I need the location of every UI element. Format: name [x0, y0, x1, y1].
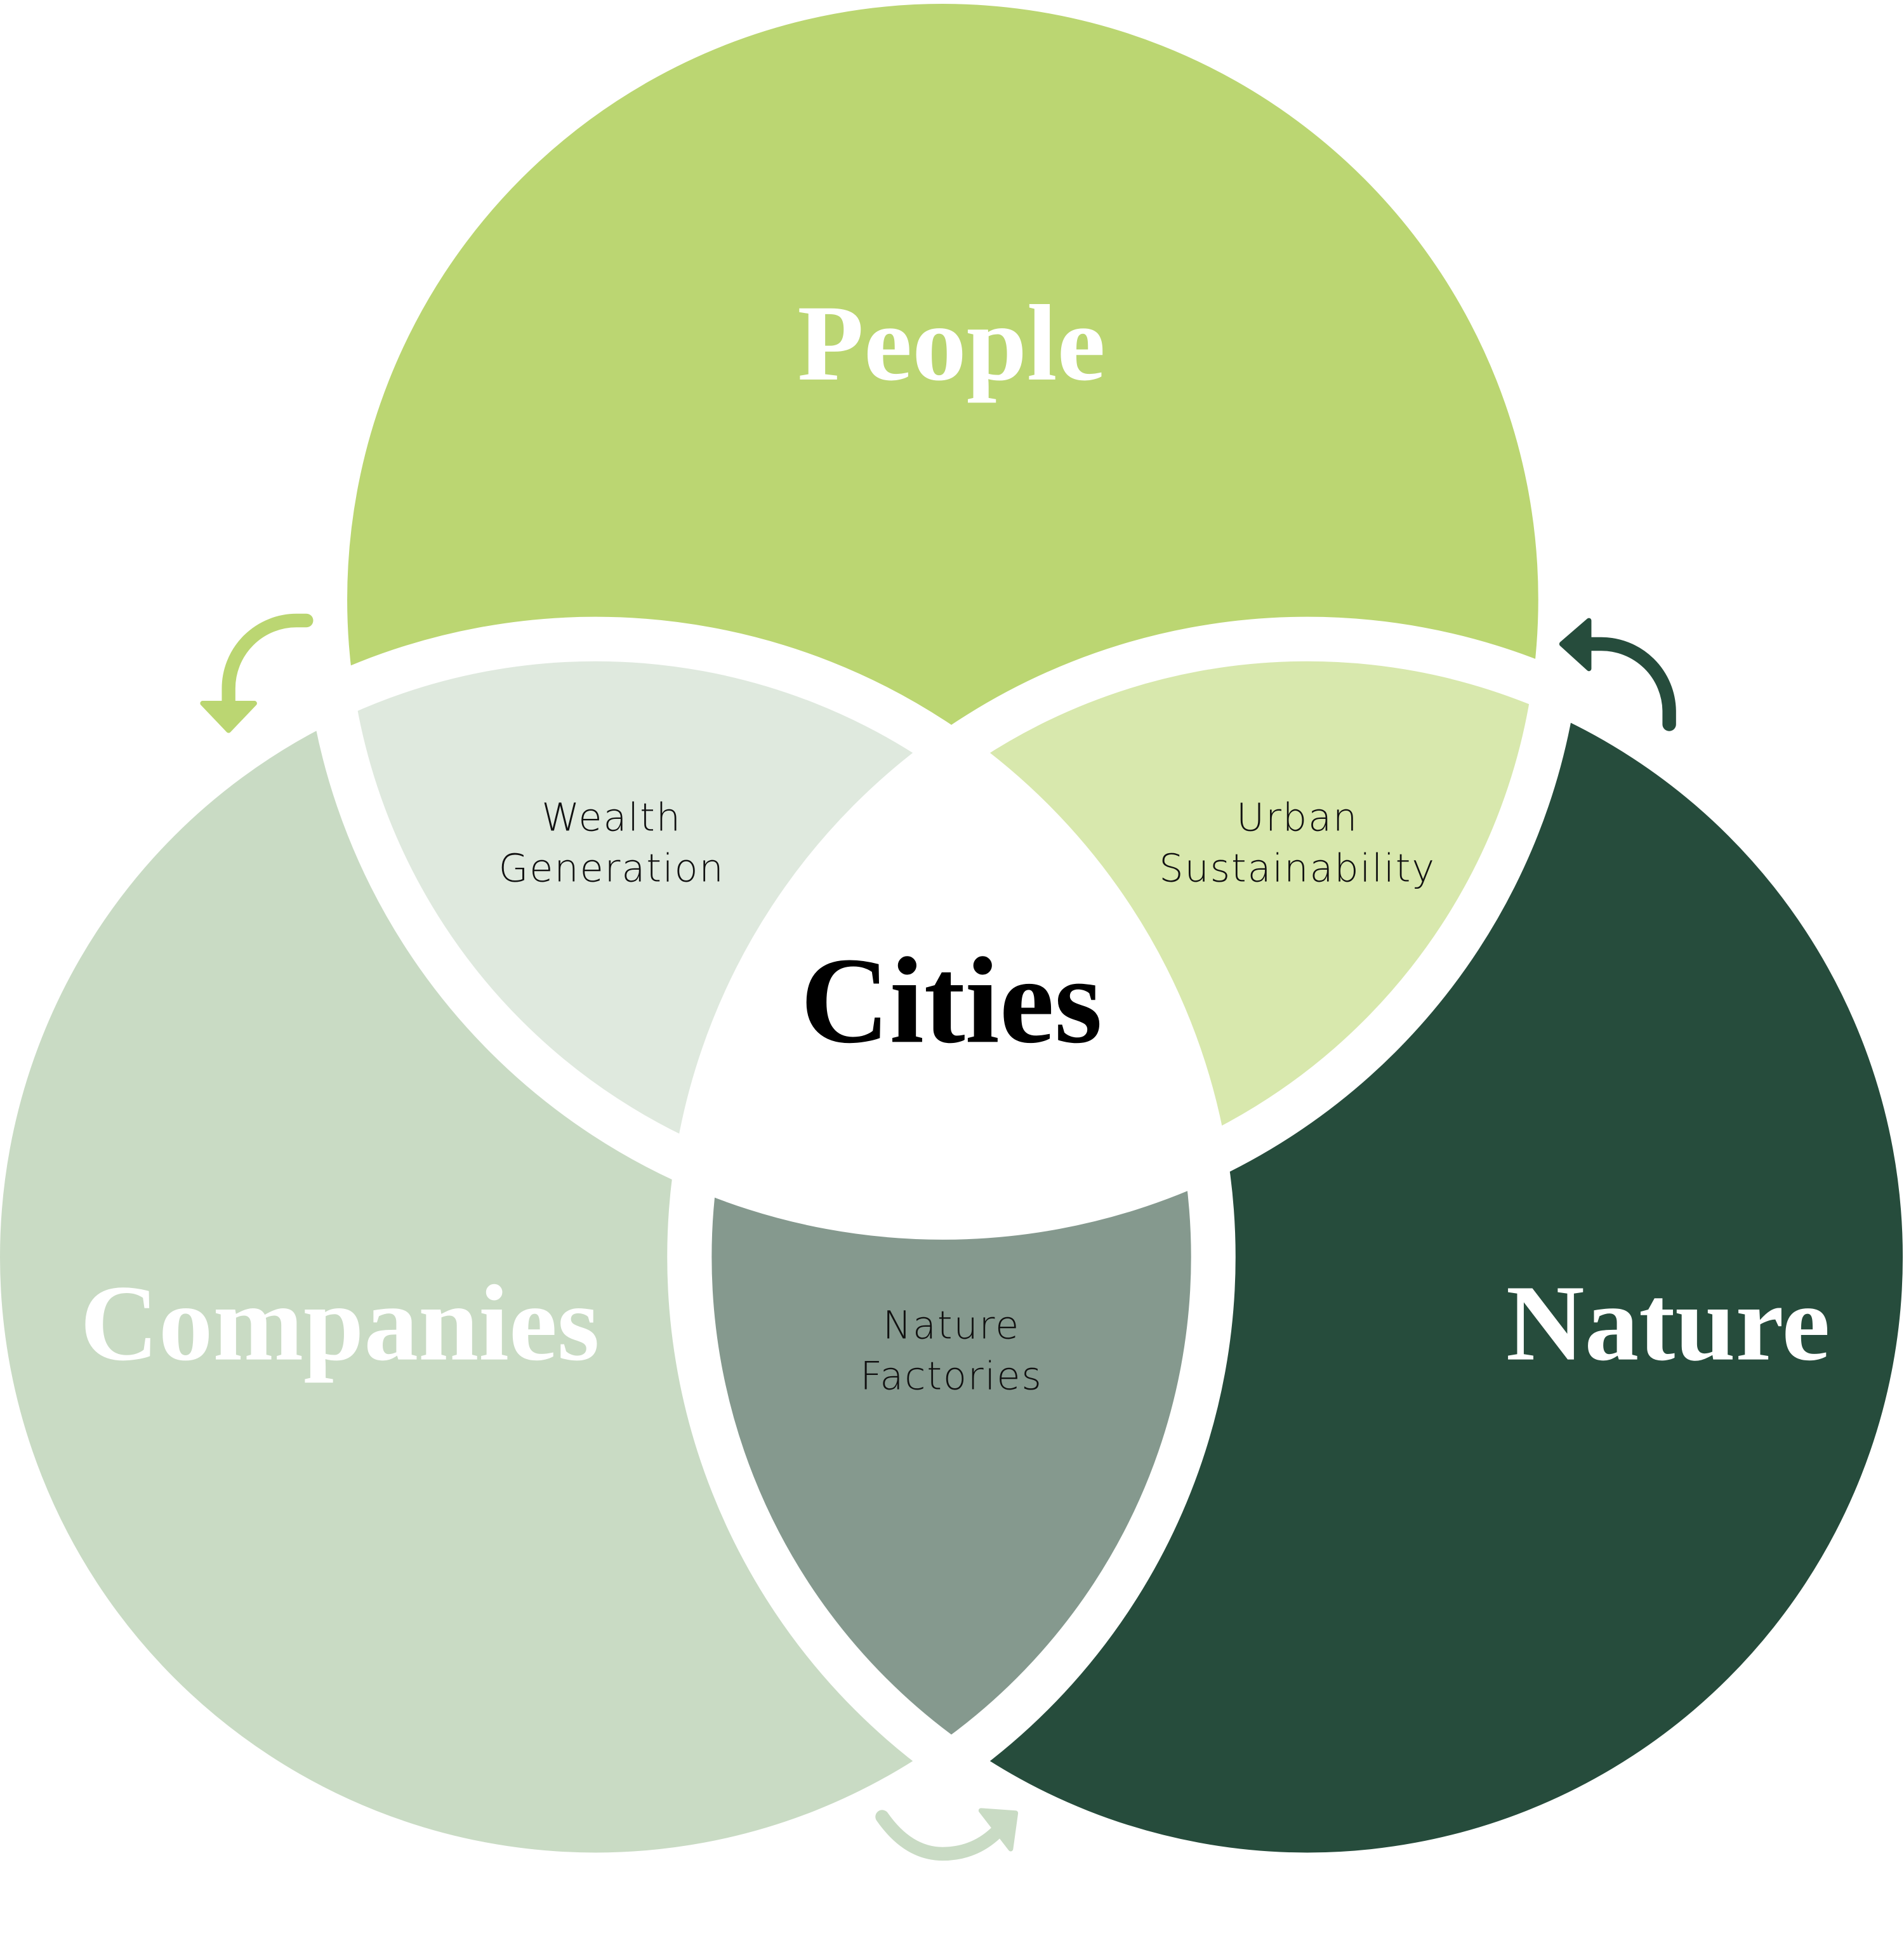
wealth-generation-line2: Generation — [499, 846, 725, 891]
arrow-people-to-companies-icon — [200, 613, 314, 733]
nature-factories-line2: Factories — [860, 1354, 1043, 1398]
cities-label: Cities — [800, 932, 1102, 1069]
nature-label: Nature — [1506, 1263, 1830, 1384]
arrow-nature-to-people-icon — [1559, 618, 1676, 731]
cities-region — [689, 639, 1213, 1218]
urban-sustainability-line2: Sustainability — [1159, 846, 1436, 891]
gap-strokes — [0, 0, 1904, 1875]
arrow-companies-to-nature-icon — [875, 1808, 1019, 1861]
urban-sustainability-line1: Urban — [1236, 795, 1358, 840]
wealth-generation-line1: Wealth — [541, 795, 682, 840]
people-label: People — [797, 283, 1105, 404]
nature-factories-line1: Nature — [883, 1304, 1020, 1348]
companies-label: Companies — [80, 1263, 600, 1384]
